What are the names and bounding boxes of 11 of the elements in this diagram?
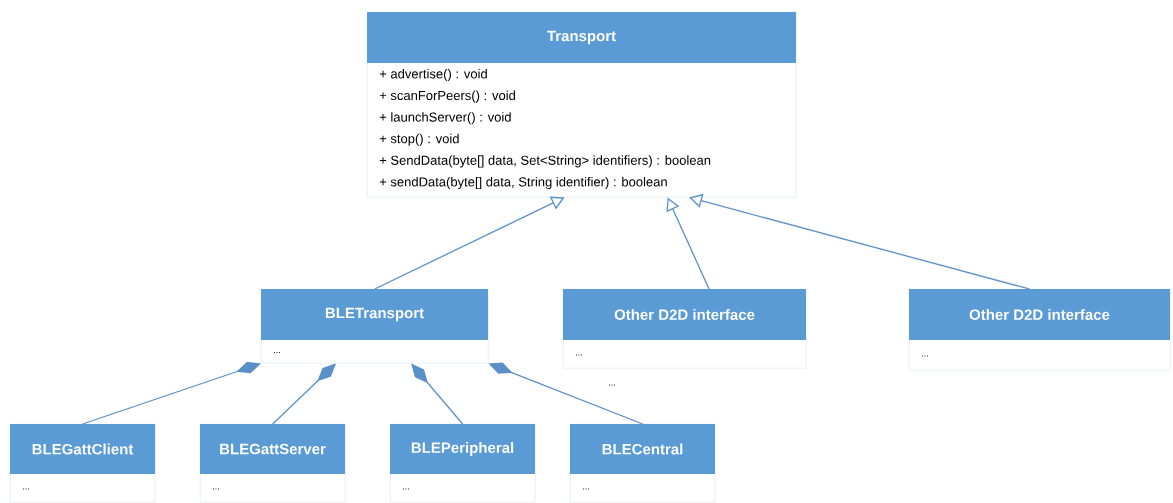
class-box: BLETransport ...: [261, 289, 489, 364]
composition-line: [411, 363, 464, 425]
class-box: BLECentral ...: [570, 424, 716, 503]
class-box: BLEGattClient ...: [10, 424, 156, 503]
class-box: Transport + advertise() : void + scanForPeers() : void + launchServer() : void + stop() : void + SendData(byte[] data, Set<String> identifiers) : boolean + sendData(byte[] data, String identifier) : boolean: [367, 12, 797, 198]
class-box: BLEPeripheral ...: [390, 424, 536, 503]
class-box: Other D2D interface ...: [563, 289, 807, 369]
ellipsis-label: ...: [609, 384, 615, 386]
composition-line: [82, 361, 261, 425]
class-box: BLEGattServer ...: [200, 424, 346, 503]
class-box: Other D2D interface ...: [909, 289, 1171, 371]
